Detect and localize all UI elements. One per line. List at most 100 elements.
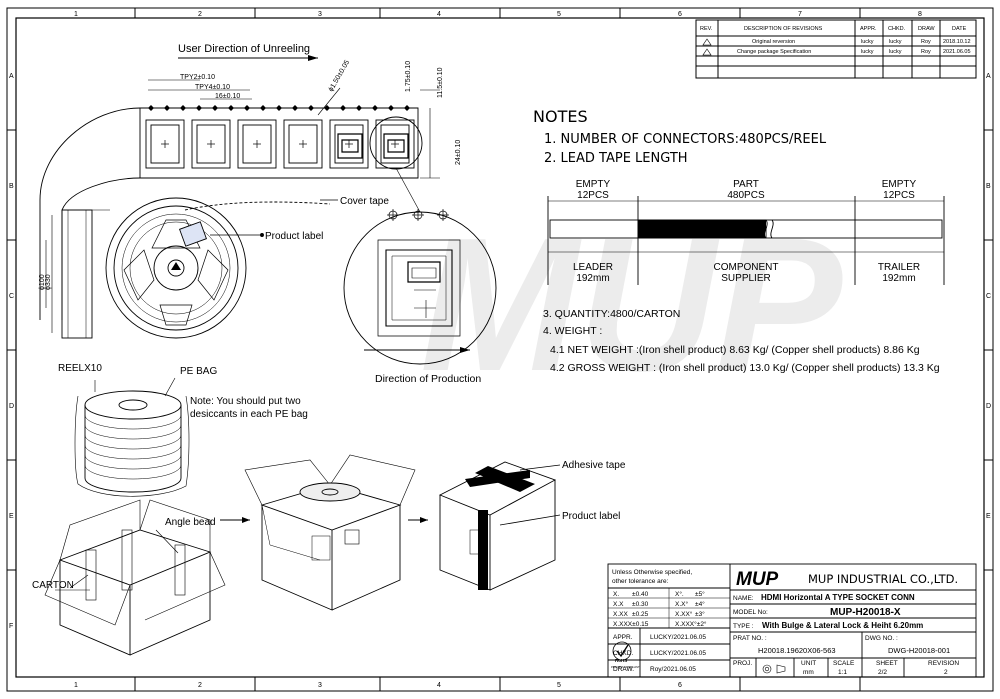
name-label: NAME:: [733, 595, 754, 602]
tol-cell: X.XX: [613, 611, 628, 618]
rev-header: CHKD.: [888, 26, 906, 32]
reel-drawing: ϕ100 ϕ330 Cover tape Product label: [39, 196, 389, 339]
row-label: A: [986, 73, 991, 80]
notes-heading: NOTES: [533, 107, 588, 126]
scale-label: SCALE: [833, 660, 855, 667]
rev-cell: lucky: [861, 49, 874, 55]
row-label: C: [9, 293, 14, 300]
lead-label: LEADER: [573, 262, 613, 273]
lead-label: PART: [733, 179, 759, 190]
notes: NOTES 1. NUMBER OF CONNECTORS:480PCS/REE…: [533, 107, 940, 374]
row-label: C: [986, 293, 991, 300]
unit-value: mm: [803, 669, 814, 676]
rev-cell: lucky: [889, 39, 902, 45]
pe-bag-note: Note: You should put two: [190, 396, 301, 407]
cover-tape-label: Cover tape: [340, 196, 389, 207]
company-name: MUP INDUSTRIAL CO.,LTD.: [808, 572, 958, 586]
model-label: MODEL No:: [733, 609, 768, 616]
sheet-label: SHEET: [876, 660, 898, 667]
chkd-value: LUCKY/2021.06.05: [650, 650, 706, 657]
rev-cell: Original reversion: [752, 39, 795, 45]
dim-label: 16±0.10: [215, 93, 240, 100]
draw-label: DRAW.: [613, 666, 634, 673]
scale-value: 1:1: [838, 669, 847, 676]
column-markers: 1 2 3 4 5 6 7 8 1 2 3 4 5 6: [74, 8, 922, 691]
col-label: 3: [318, 682, 322, 689]
lead-label: EMPTY: [576, 179, 611, 190]
col-label: 3: [318, 11, 322, 18]
rohs-sub: PROCESS COMPLIANT: [611, 665, 640, 669]
row-label: E: [986, 513, 991, 520]
tol-cell: ±5°: [695, 590, 705, 598]
dwg-value: DWG-H20018-001: [888, 646, 950, 655]
rev-cell: Roy: [921, 39, 931, 45]
col-label: 2: [198, 682, 202, 689]
dim-label: 1.75±0.10: [405, 61, 412, 92]
lead-label: SUPPLIER: [721, 273, 770, 284]
col-label: 1: [74, 682, 78, 689]
note-4-1: 4.1 NET WEIGHT :(Iron shell product) 8.6…: [550, 344, 920, 356]
revision-label: REVISION: [928, 660, 959, 667]
row-label: A: [9, 73, 14, 80]
production-direction-caption: Direction of Production: [375, 373, 481, 385]
row-label: F: [9, 623, 13, 630]
col-label: 6: [678, 11, 682, 18]
carton-product-label: Product label: [562, 511, 620, 522]
row-label: B: [986, 183, 991, 190]
lead-label: 192mm: [882, 273, 915, 284]
note-4: 4. WEIGHT :: [543, 325, 602, 337]
dim-label: 24±0.10: [455, 140, 462, 165]
rev-cell: Change package Specification: [737, 49, 811, 55]
packaging: REELX10 PE BAG Note: You should put two …: [32, 363, 626, 656]
col-label: 8: [918, 11, 922, 18]
rev-cell: 2018.10.12: [943, 39, 971, 45]
type-value: With Bulge & Lateral Lock & Heiht 6.20mm: [762, 621, 923, 630]
sheet-value: 2/2: [878, 669, 887, 676]
rev-header: APPR.: [860, 26, 877, 32]
lead-label: TRAILER: [878, 262, 920, 273]
rev-header: DESCRIPTION OF REVISIONS: [744, 26, 823, 32]
reel-product-label: Product label: [265, 231, 323, 242]
rev-cell: lucky: [861, 39, 874, 45]
col-label: 1: [74, 11, 78, 18]
name-value: HDMI Horizontal A TYPE SOCKET CONN: [761, 593, 915, 602]
tol-cell: X.XXX°±2°: [675, 620, 707, 628]
angle-bead-label: Angle bead: [165, 517, 216, 528]
proj-label: PROJ.: [733, 660, 752, 667]
note-3: 3. QUANTITY:4800/CARTON: [543, 308, 680, 320]
rev-header: REV.: [700, 26, 713, 32]
row-label: D: [986, 403, 991, 410]
row-label: D: [9, 403, 14, 410]
reel-x10-label: REELX10: [58, 363, 102, 374]
pe-bag-label: PE BAG: [180, 366, 217, 377]
title-block: Unless Otherwise specified, other tolera…: [607, 563, 977, 678]
carton-label: CARTON: [32, 580, 74, 591]
tol-cell: ±0.25: [632, 611, 649, 618]
col-label: 4: [437, 682, 441, 689]
rev-cell: lucky: [889, 49, 902, 55]
lead-tape-diagram: EMPTY 12PCS PART 480PCS EMPTY 12PCS LEAD…: [547, 179, 945, 285]
lead-label: 12PCS: [883, 190, 915, 201]
row-label: E: [9, 513, 14, 520]
reel-dim-100: ϕ100: [39, 274, 46, 290]
dim-label: ϕ1.50±0.05: [328, 59, 352, 93]
tol-cell: X.: [613, 591, 619, 598]
col-label: 6: [678, 682, 682, 689]
rev-cell: 2021.06.05: [943, 49, 971, 55]
note-1: 1. NUMBER OF CONNECTORS:480PCS/REEL: [544, 132, 827, 147]
revision-triangle-icon: [702, 48, 712, 56]
tol-cell: ±3°: [695, 610, 705, 618]
prat-value: H20018.19620X06-563: [758, 646, 836, 655]
col-label: 4: [437, 11, 441, 18]
unit-label: UNIT: [801, 660, 816, 667]
adhesive-tape-label: Adhesive tape: [562, 460, 626, 471]
col-label: 5: [557, 682, 561, 689]
appr-label: APPR.: [613, 634, 633, 641]
tol-cell: X°.: [675, 590, 684, 598]
rohs-badge: RoHS: [615, 658, 627, 663]
row-label: B: [9, 183, 14, 190]
dwg-label: DWG NO. :: [865, 635, 898, 642]
note-4-2: 4.2 GROSS WEIGHT : (Iron shell product) …: [550, 362, 940, 374]
tol-cell: X.X: [613, 601, 624, 608]
